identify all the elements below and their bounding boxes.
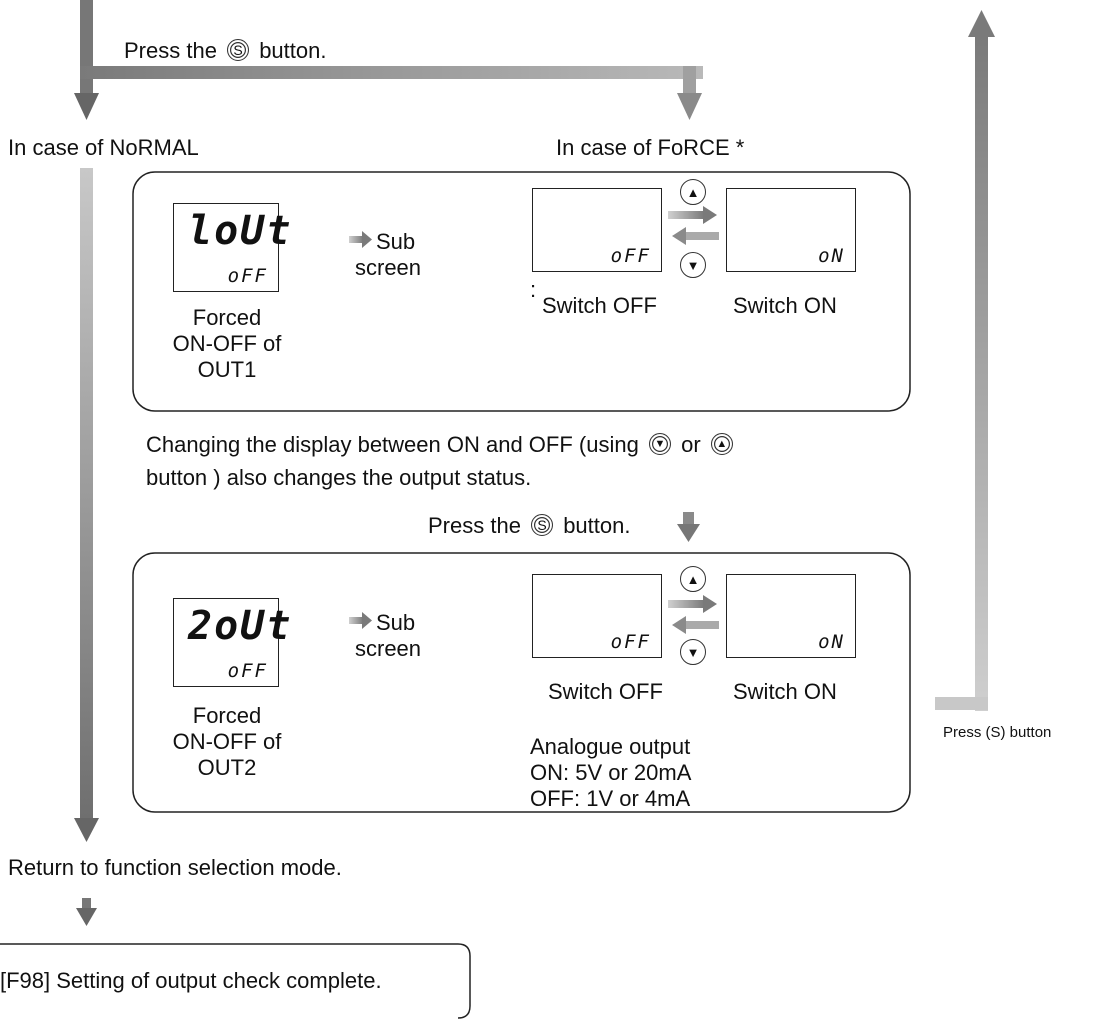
branch-to-force-arrow [80,66,703,120]
sub-screen-arrow-2 [349,612,372,629]
stray-mark: : [530,277,537,302]
s-button-icon: S [227,39,250,62]
final-box-frame [0,943,471,1019]
toggle-arrows-2 [668,595,719,634]
note-line-2: button ) also changes the output status. [146,465,532,490]
panel2-caption: Forced ON-OFF of OUT2 [170,703,284,781]
toggle-arrows-1 [668,206,719,245]
analogue-line3: OFF: 1V or 4mA [530,786,691,811]
note-or: or [681,432,701,457]
panel2-sub-label-2: screen [355,636,422,661]
down-button-icon: ▼ [680,639,706,665]
final-box-text-wrap: [F98] Setting of output check complete. [0,968,466,994]
analogue-line1: Analogue output [530,734,691,759]
panel1-main-readout: loUt [188,208,293,254]
analogue-output-note: Analogue output ON: 5V or 20mA OFF: 1V o… [530,734,691,812]
panel1-off-readout: oFF [610,245,651,267]
panel1-main-display: loUt oFF [173,203,290,292]
panel1-on-display: oN [726,188,856,272]
panel2-sub-label-1: Sub [376,610,416,635]
note-line-1: Changing the display between ON and OFF … [146,432,737,458]
to-final-arrow [76,898,97,926]
panel1-caption-line1: Forced [192,305,262,330]
panel1-sub-label-2: screen [355,255,422,280]
panel2-on-display: oN [726,574,856,658]
analogue-line2: ON: 5V or 20mA [530,760,692,785]
down-button-icon: ▼ [680,252,706,278]
panel2-caption-line2: ON-OFF of [172,729,282,754]
panel1-sub-label-1: Sub [376,229,416,254]
up-button-icon: ▲ [680,566,706,592]
panel1-frame [132,171,911,412]
panel2-caption-line1: Forced [192,703,262,728]
panel1-caption-line3: OUT1 [197,357,257,382]
panel1-switch-off-label: Switch OFF [542,293,657,318]
panel2-on-readout: oN [818,631,845,653]
force-case-label: In case of FoRCE * [556,135,745,160]
return-arrow-right [935,10,995,711]
normal-path-arrow [74,168,99,842]
press2-prefix: Press the [428,513,521,538]
press-suffix: button. [259,38,327,63]
sub-screen-arrow-1 [349,231,372,248]
panel2-frame [132,552,911,813]
panel1-off-display: oFF [532,188,662,272]
note-prefix: Changing the display between ON and OFF … [146,432,639,457]
panel2-off-display: oFF [532,574,662,658]
right-press-label: Press (S) button [943,724,1052,741]
press2-suffix: button. [563,513,631,538]
down-button-icon: ▼ [648,433,671,456]
press-prefix: Press the [124,38,217,63]
panel2-switch-off-label: Switch OFF [548,679,663,704]
up-button-icon: ▲ [680,179,706,205]
panel1-sub-readout: oFF [227,265,268,287]
final-box-text: [F98] Setting of output check complete. [0,968,382,993]
panel2-sub-readout: oFF [227,660,268,682]
panel1-caption-line2: ON-OFF of [172,331,282,356]
normal-case-label: In case of NoRMAL [8,135,199,160]
return-label: Return to function selection mode. [8,855,342,880]
s-button-icon: S [531,514,554,537]
up-button-icon: ▲ [710,433,733,456]
press2-down-arrow [677,512,700,542]
panel2-off-readout: oFF [610,631,651,653]
press-s-instruction-top: Press the S button. [124,38,326,64]
panel2-caption-line3: OUT2 [197,755,257,780]
panel2-switch-on-label: Switch ON [733,679,837,704]
panel2-main-display: 2oUt oFF [173,598,290,687]
press-s-instruction-mid: Press the S button. [428,513,630,539]
panel2-main-readout: 2oUt [188,603,293,649]
panel1-caption: Forced ON-OFF of OUT1 [170,305,284,383]
top-flow-arrow [74,0,99,120]
panel1-on-readout: oN [818,245,845,267]
panel1-switch-on-label: Switch ON [733,293,837,318]
